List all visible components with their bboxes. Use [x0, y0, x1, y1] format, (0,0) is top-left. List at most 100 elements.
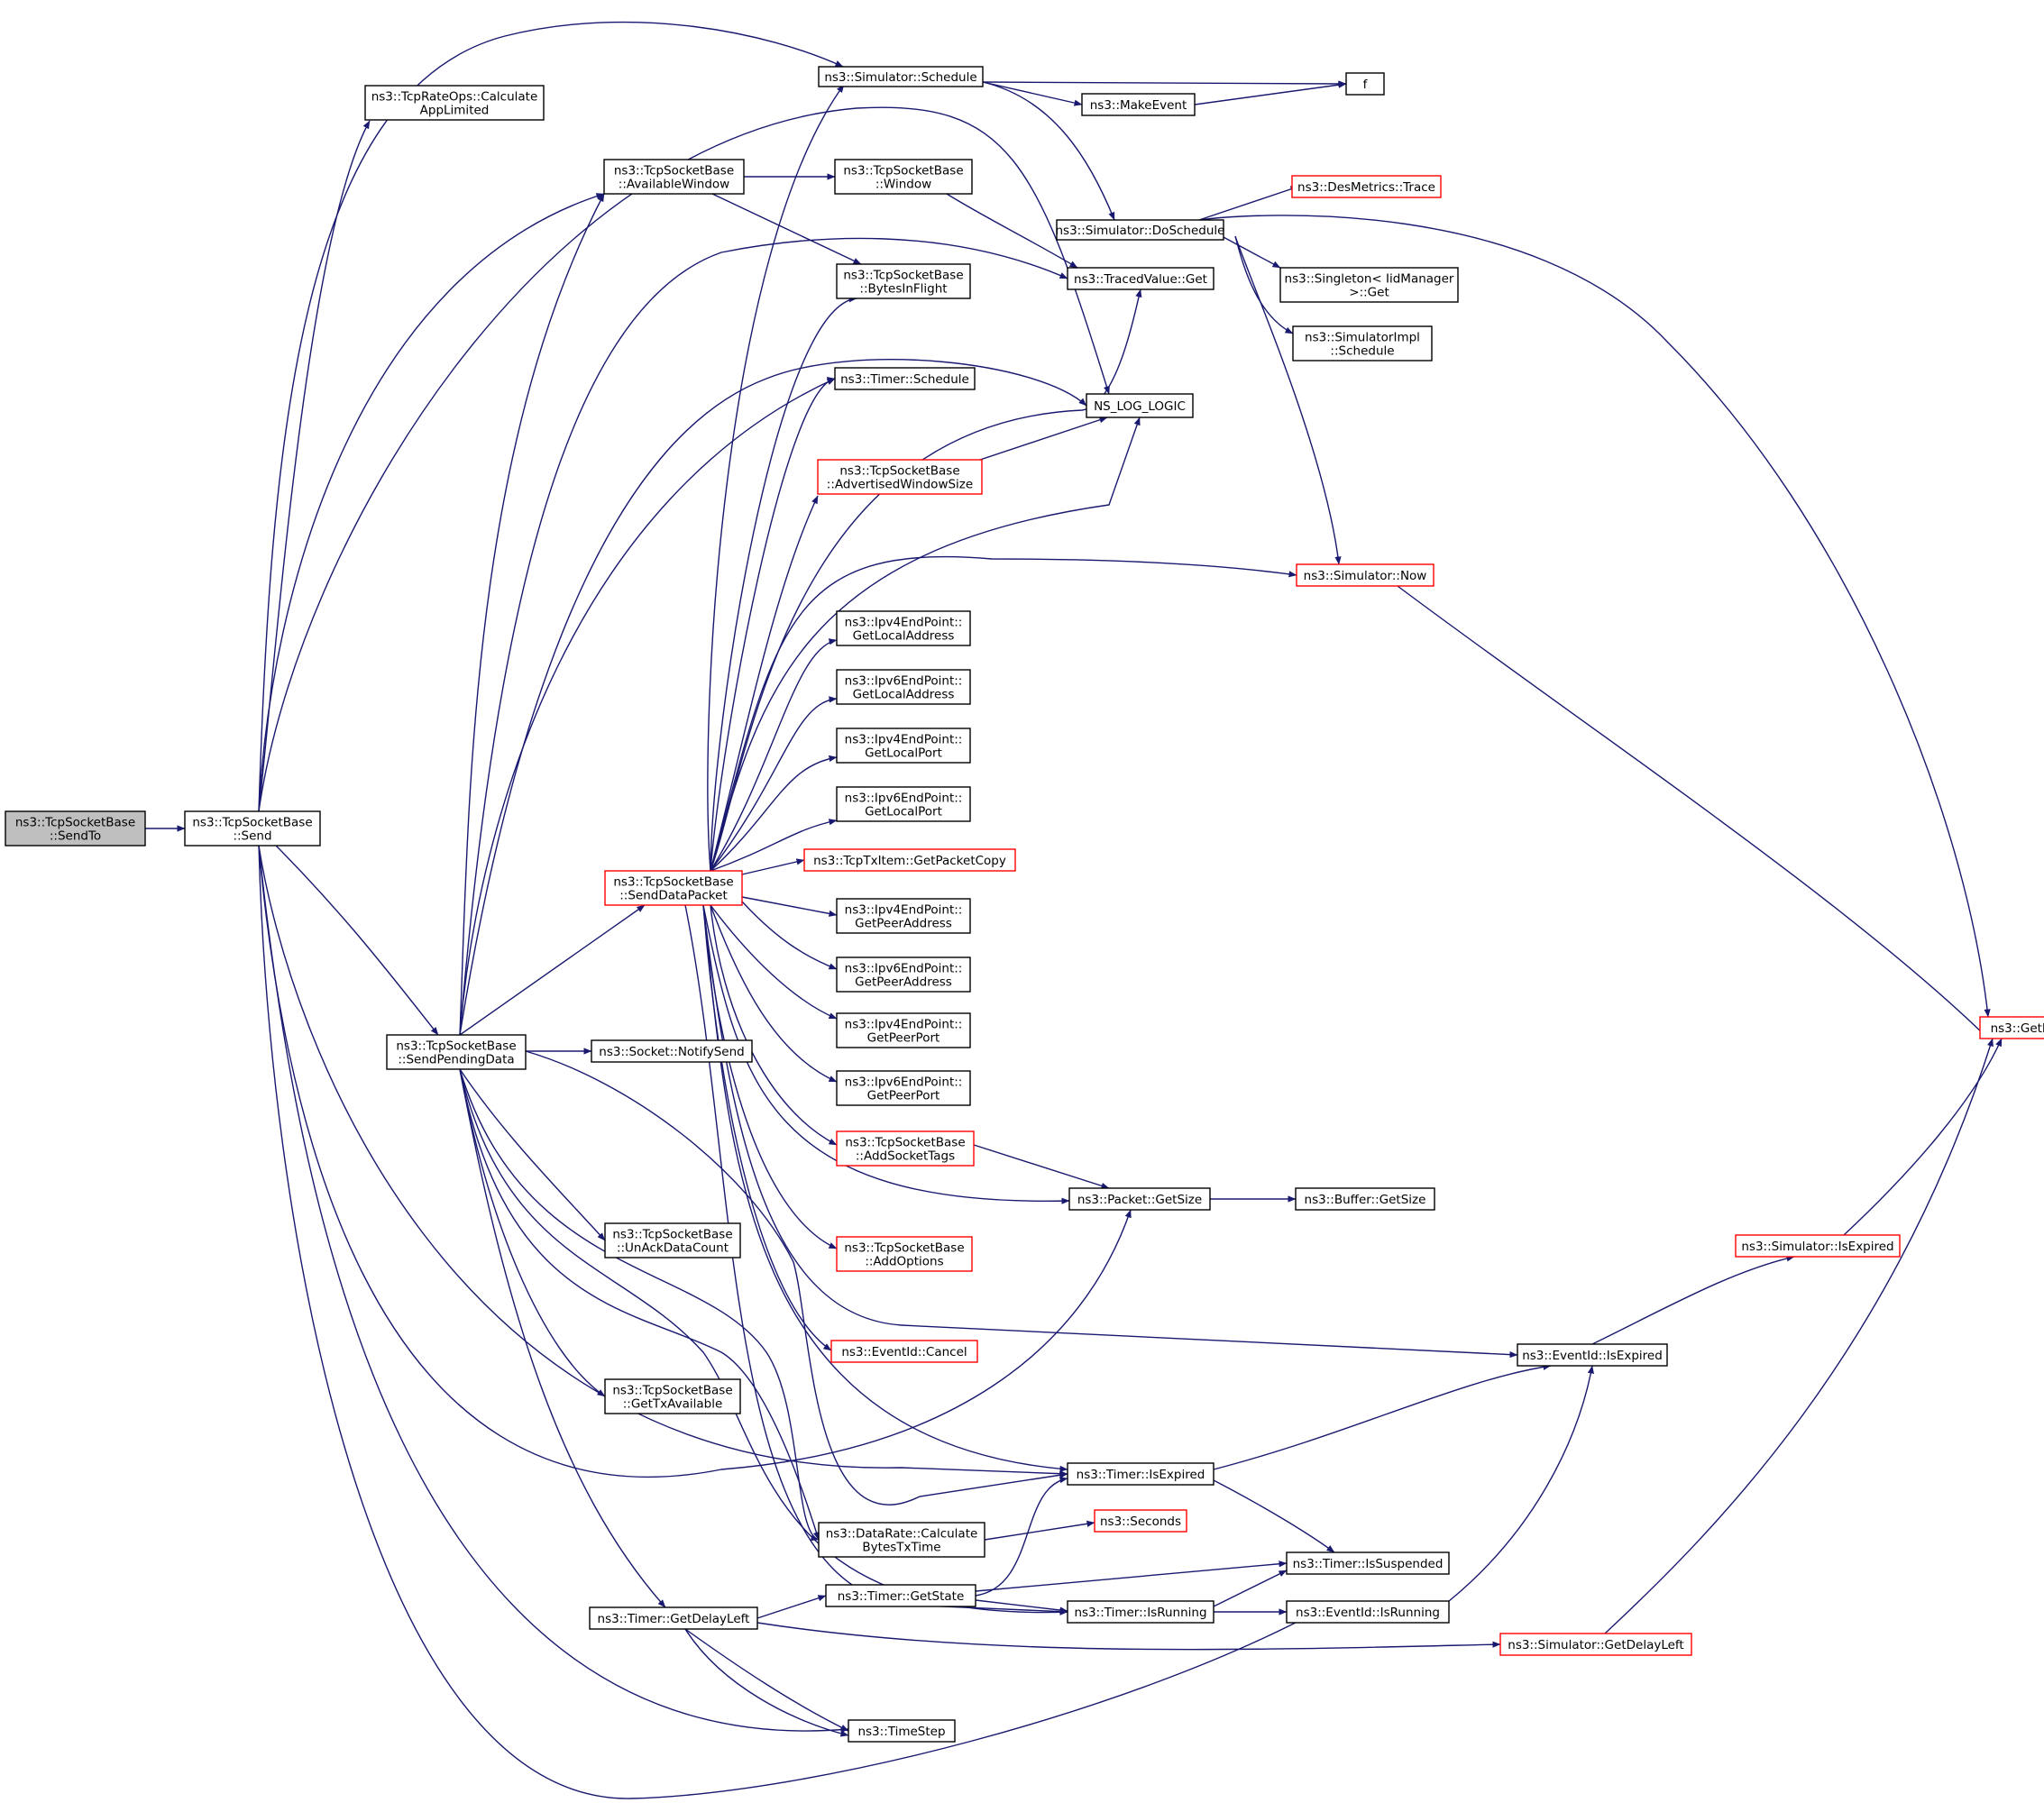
- node-ipv4peeraddr[interactable]: ns3::Ipv4EndPoint::GetPeerAddress: [836, 898, 971, 934]
- edge-makeevent-to-f: [1194, 81, 1347, 105]
- node-sendto[interactable]: ns3::TcpSocketBase::SendTo: [5, 810, 146, 847]
- node-box-ipv4localport: [836, 728, 971, 764]
- node-bytesinflight[interactable]: ns3::TcpSocketBase::BytesInFlight: [836, 263, 971, 299]
- node-box-getimpl: [1979, 1016, 2044, 1039]
- node-simgetdelay[interactable]: ns3::Simulator::GetDelayLeft: [1499, 1633, 1692, 1656]
- node-timerisrunning[interactable]: ns3::Timer::IsRunning: [1067, 1600, 1214, 1624]
- node-box-sendto: [5, 810, 146, 847]
- node-label-now-0: ns3::Simulator::Now: [1304, 569, 1427, 583]
- node-box-txitemcopy: [803, 848, 1016, 872]
- node-box-ipv6localport: [836, 786, 971, 822]
- node-gettxavail[interactable]: ns3::TcpSocketBase::GetTxAvailable: [604, 1378, 741, 1414]
- node-label-tracedget-0: ns3::TracedValue::Get: [1074, 272, 1207, 287]
- node-simimplsched[interactable]: ns3::SimulatorImpl::Schedule: [1292, 325, 1433, 362]
- edge-eventisexpired-to-simisexpired: [1591, 1255, 1795, 1345]
- node-label-ipv6localaddr-0: ns3::Ipv6EndPoint::: [845, 674, 963, 689]
- node-box-gettxavail: [604, 1378, 741, 1414]
- node-label-unackdata-0: ns3::TcpSocketBase: [612, 1228, 732, 1242]
- node-box-timersched: [834, 367, 976, 390]
- node-window[interactable]: ns3::TcpSocketBase::Window: [834, 159, 973, 195]
- node-box-eventisexpired: [1517, 1343, 1668, 1367]
- node-box-unackdata: [604, 1222, 741, 1258]
- node-box-timergetdelay: [589, 1606, 758, 1630]
- edge-senddatapacket-to-bytesinflight: [710, 296, 857, 872]
- node-packetgetsize[interactable]: ns3::Packet::GetSize: [1068, 1187, 1211, 1211]
- node-ipv4localaddr[interactable]: ns3::Ipv4EndPoint::GetLocalAddress: [836, 610, 971, 646]
- node-box-schedule: [818, 66, 984, 87]
- node-ipv4localport[interactable]: ns3::Ipv4EndPoint::GetLocalPort: [836, 728, 971, 764]
- edge-senddatapacket-to-eventisexpired: [702, 904, 1518, 1359]
- node-getimpl[interactable]: ns3::GetImpl: [1979, 1016, 2044, 1039]
- node-label-cancel-0: ns3::EventId::Cancel: [841, 1345, 967, 1359]
- node-label-timersched-0: ns3::Timer::Schedule: [840, 372, 969, 387]
- node-unackdata[interactable]: ns3::TcpSocketBase::UnAckDataCount: [604, 1222, 741, 1258]
- edge-senddatapacket-to-timerisexpired: [702, 904, 1068, 1472]
- node-schedule[interactable]: ns3::Simulator::Schedule: [818, 66, 984, 87]
- edge-getstate-to-timerisrunning: [975, 1599, 1068, 1614]
- node-f[interactable]: f: [1345, 72, 1385, 96]
- node-label-ipv4localport-0: ns3::Ipv4EndPoint::: [845, 733, 963, 747]
- node-eventisexpired[interactable]: ns3::EventId::IsExpired: [1517, 1343, 1668, 1367]
- edge-senddatapacket-to-ipv4localaddr: [710, 638, 838, 872]
- node-now[interactable]: ns3::Simulator::Now: [1296, 563, 1434, 587]
- edge-sendpending-to-unackdata: [459, 1068, 606, 1241]
- node-buffergetsize[interactable]: ns3::Buffer::GetSize: [1295, 1187, 1435, 1211]
- node-seconds[interactable]: ns3::Seconds: [1094, 1509, 1187, 1533]
- node-ipv6peerport[interactable]: ns3::Ipv6EndPoint::GetPeerPort: [836, 1070, 971, 1106]
- node-label-ipv4peerport-0: ns3::Ipv4EndPoint::: [845, 1018, 963, 1032]
- edge-sendpending-to-senddatapacket: [459, 904, 646, 1036]
- node-availwin[interactable]: ns3::TcpSocketBase::AvailableWindow: [603, 159, 745, 195]
- node-simisexpired[interactable]: ns3::Simulator::IsExpired: [1735, 1234, 1901, 1258]
- node-timestep[interactable]: ns3::TimeStep: [848, 1719, 956, 1743]
- node-advwin[interactable]: ns3::TcpSocketBase::AdvertisedWindowSize: [817, 459, 983, 495]
- node-label-datarate-1: BytesTxTime: [862, 1541, 940, 1555]
- node-makeevent[interactable]: ns3::MakeEvent: [1081, 93, 1196, 116]
- edge-schedule-to-f: [982, 80, 1347, 87]
- edge-send-to-timerisexpired: [258, 845, 1068, 1478]
- node-eventisrunning[interactable]: ns3::EventId::IsRunning: [1286, 1600, 1450, 1624]
- node-addsockettags[interactable]: ns3::TcpSocketBase::AddSocketTags: [836, 1130, 975, 1167]
- node-timersched[interactable]: ns3::Timer::Schedule: [834, 367, 976, 390]
- node-label-addoptions-1: ::AddOptions: [865, 1255, 943, 1269]
- node-box-singletonget: [1279, 267, 1459, 303]
- node-getstate[interactable]: ns3::Timer::GetState: [825, 1584, 976, 1607]
- node-ipv6localaddr[interactable]: ns3::Ipv6EndPoint::GetLocalAddress: [836, 669, 971, 705]
- node-label-ipv4peerport-1: GetPeerPort: [867, 1031, 940, 1046]
- node-ipv6localport[interactable]: ns3::Ipv6EndPoint::GetLocalPort: [836, 786, 971, 822]
- node-box-seconds: [1094, 1509, 1187, 1533]
- node-ipv6peeraddr[interactable]: ns3::Ipv6EndPoint::GetPeerAddress: [836, 956, 971, 993]
- node-box-ipv4peeraddr: [836, 898, 971, 934]
- node-txitemcopy[interactable]: ns3::TcpTxItem::GetPacketCopy: [803, 848, 1016, 872]
- node-label-availwin-0: ns3::TcpSocketBase: [614, 164, 734, 178]
- node-doschedule[interactable]: ns3::Simulator::DoSchedule: [1056, 219, 1225, 241]
- edge-timerisexpired-to-eventisexpired: [1213, 1363, 1552, 1470]
- node-label-ipv6localport-0: ns3::Ipv6EndPoint::: [845, 792, 963, 806]
- node-notifysend[interactable]: ns3::Socket::NotifySend: [591, 1039, 753, 1063]
- node-timergetdelay[interactable]: ns3::Timer::GetDelayLeft: [589, 1606, 758, 1630]
- node-label-ipv4peeraddr-1: GetPeerAddress: [855, 917, 952, 931]
- edge-send-to-timestep: [258, 845, 849, 1734]
- node-timerisexpired[interactable]: ns3::Timer::IsExpired: [1067, 1462, 1214, 1486]
- node-tracedget[interactable]: ns3::TracedValue::Get: [1067, 267, 1214, 290]
- node-sendpending[interactable]: ns3::TcpSocketBase::SendPendingData: [386, 1034, 527, 1070]
- node-nslog[interactable]: NS_LOG_LOGIC: [1086, 393, 1194, 418]
- node-cancel[interactable]: ns3::EventId::Cancel: [830, 1340, 978, 1363]
- node-label-sendto-0: ns3::TcpSocketBase: [15, 816, 135, 830]
- node-ipv4peerport[interactable]: ns3::Ipv4EndPoint::GetPeerPort: [836, 1012, 971, 1048]
- node-senddatapacket[interactable]: ns3::TcpSocketBase::SendDataPacket: [604, 870, 743, 906]
- node-singletonget[interactable]: ns3::Singleton< IidManager >::Get: [1279, 267, 1459, 303]
- node-label-simisexpired-0: ns3::Simulator::IsExpired: [1741, 1240, 1893, 1254]
- node-desmetrics[interactable]: ns3::DesMetrics::Trace: [1291, 175, 1442, 198]
- node-label-ipv6peerport-0: ns3::Ipv6EndPoint::: [845, 1075, 963, 1090]
- node-issuspended[interactable]: ns3::Timer::IsSuspended: [1286, 1551, 1450, 1575]
- node-label-ipv6peerport-1: GetPeerPort: [867, 1089, 940, 1103]
- node-send[interactable]: ns3::TcpSocketBase::Send: [184, 810, 321, 847]
- edge-sendpending-to-datarate: [459, 1068, 820, 1542]
- node-addoptions[interactable]: ns3::TcpSocketBase::AddOptions: [836, 1236, 973, 1272]
- node-label-ipv4localport-1: GetLocalPort: [865, 746, 942, 761]
- edge-senddatapacket-to-schedule: [707, 84, 845, 872]
- node-label-getimpl-0: ns3::GetImpl: [1991, 1021, 2044, 1036]
- edge-timerisrunning-to-issuspended: [1213, 1570, 1288, 1607]
